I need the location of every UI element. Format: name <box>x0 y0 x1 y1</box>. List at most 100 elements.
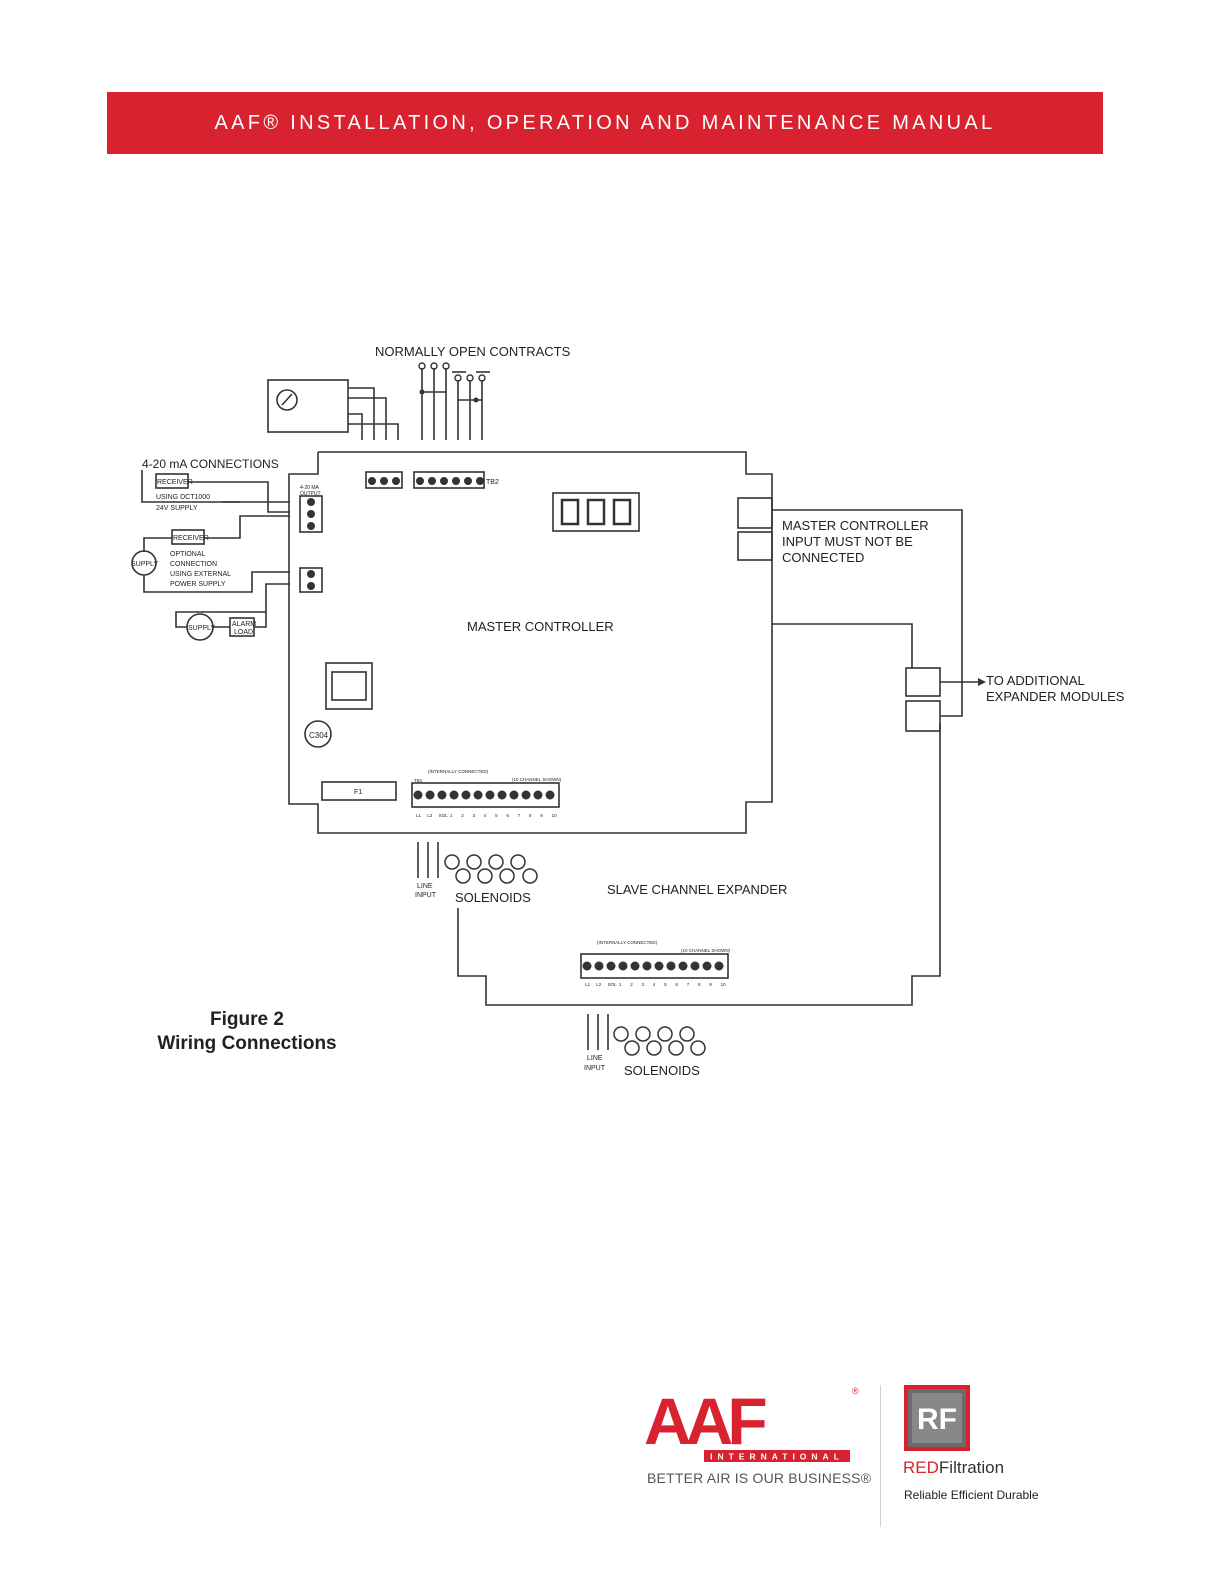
terminal-label: 6 <box>506 813 509 818</box>
optional-line-2: CONNECTION <box>170 561 217 568</box>
solenoids-label-2: SOLENOIDS <box>624 1063 700 1078</box>
aaf-international: INTERNATIONAL <box>710 1452 844 1462</box>
optional-line-3: USING EXTERNAL <box>170 571 231 578</box>
output-label-1: 4-20 MA <box>300 485 320 491</box>
red-filtration-brand: REDFiltration <box>903 1458 1004 1478</box>
terminal-label: 5 <box>664 982 667 987</box>
c304-label: C304 <box>309 731 329 740</box>
solenoid <box>624 1040 640 1056</box>
ten-channel-1: (10 CHANNEL SHOWN) <box>512 777 562 782</box>
tb2-label: TB2 <box>486 479 499 486</box>
slave-expander-label: SLAVE CHANNEL EXPANDER <box>607 882 787 897</box>
terminal-label: 2 <box>461 813 464 818</box>
master-note-line-1: MASTER CONTROLLER <box>782 518 929 533</box>
to-additional-line-2: EXPANDER MODULES <box>986 689 1125 704</box>
footer-divider <box>880 1385 881 1527</box>
tb1-label: TB1 <box>414 778 423 783</box>
solenoid <box>477 868 493 884</box>
solenoid <box>522 868 538 884</box>
internally-connected-1: (INTERNALLY CONNECTED) <box>428 769 489 774</box>
terminal-label: L2 <box>427 813 433 818</box>
rf-logo-text: RF <box>917 1403 957 1436</box>
solenoid <box>455 868 471 884</box>
aaf-tagline: BETTER AIR IS OUR BUSINESS® <box>647 1470 872 1486</box>
terminal-label: 10 <box>552 813 558 818</box>
using-dct1000-label: USING DCT1000 <box>156 494 210 501</box>
master-tb1 <box>411 782 560 808</box>
svg-text:®: ® <box>852 1386 859 1396</box>
line-input-2a: LINE <box>587 1055 603 1062</box>
arrow-to-additional-icon <box>978 678 986 686</box>
fuse-f1 <box>321 781 397 801</box>
terminal-label: 9 <box>540 813 543 818</box>
master-in-connector <box>737 531 773 561</box>
receiver-1 <box>155 473 189 489</box>
solenoid <box>444 854 460 870</box>
transformer <box>325 662 373 710</box>
aaf-logo: AAF INTERNATIONAL ® <box>644 1384 859 1462</box>
rf-brand-red: RED <box>903 1458 939 1477</box>
to-additional-line-1: TO ADDITIONAL <box>986 673 1085 688</box>
solenoids-label-1: SOLENOIDS <box>455 890 531 905</box>
rf-brand-dark: Filtration <box>938 1458 1005 1477</box>
terminal-label: SOL <box>439 813 449 818</box>
receiver-2-label: RECEIVER <box>173 535 209 542</box>
f1-label: F1 <box>354 789 362 796</box>
line-input-2b: INPUT <box>584 1065 606 1072</box>
slave-expander-outline <box>457 723 941 1006</box>
slave-tb1 <box>580 953 729 979</box>
line-input-1a: LINE <box>417 883 433 890</box>
supply-circle-2-label: SUPPLY <box>188 625 215 632</box>
line-input-1b: INPUT <box>415 892 437 899</box>
aaf-logo-text: AAF <box>644 1384 765 1458</box>
tb-4-20-terminals <box>299 495 323 533</box>
receiver-2 <box>171 529 205 545</box>
solenoid <box>657 1026 673 1042</box>
terminal-label: L2 <box>596 982 602 987</box>
slave-in-connector <box>905 700 941 732</box>
master-controller-label: MASTER CONTROLLER <box>467 619 614 634</box>
supply-circle-label: SUPPLY <box>131 561 158 568</box>
master-note-line-3: CONNECTED <box>782 550 864 565</box>
terminal-label: 3 <box>642 982 645 987</box>
internally-connected-2: (INTERNALLY CONNECTED) <box>597 940 658 945</box>
solenoid <box>488 854 504 870</box>
master-note-line-2: INPUT MUST NOT BE <box>782 534 913 549</box>
terminal-label: L1 <box>416 813 422 818</box>
terminal-label: 10 <box>721 982 727 987</box>
figure-number: Figure 2 <box>210 1009 284 1030</box>
terminal-label: L1 <box>585 982 591 987</box>
terminal-label: 5 <box>495 813 498 818</box>
receiver-1-label: RECEIVER <box>157 479 193 486</box>
solenoid <box>668 1040 684 1056</box>
c304-circle <box>304 720 332 748</box>
pressure-limit-switch <box>267 379 349 433</box>
manual-title: AAF® INSTALLATION, OPERATION AND MAINTEN… <box>214 111 996 134</box>
terminal-label: 3 <box>473 813 476 818</box>
terminal-label: 7 <box>518 813 521 818</box>
solenoid <box>679 1026 695 1042</box>
terminal-label: SOL <box>608 982 618 987</box>
terminal-label: 8 <box>698 982 701 987</box>
solenoid <box>466 854 482 870</box>
tb-limit-terminals <box>365 471 403 489</box>
optional-line-4: POWER SUPPLY <box>170 581 226 588</box>
terminal-label: 1 <box>450 813 453 818</box>
output-label-2: OUTPUT <box>300 491 321 497</box>
terminal-label: 1 <box>619 982 622 987</box>
terminal-label: 9 <box>709 982 712 987</box>
tb-alarm-terminals <box>299 567 323 593</box>
figure-title: Wiring Connections <box>157 1033 337 1054</box>
rf-logo: RF <box>904 1385 970 1451</box>
solenoid <box>646 1040 662 1056</box>
alarm-label-1: ALARM <box>232 621 256 628</box>
solenoid <box>690 1040 706 1056</box>
terminal-label: 2 <box>630 982 633 987</box>
slave-out-connector <box>905 667 941 697</box>
alarm-label-2: LOAD <box>234 629 253 636</box>
normally-open-label: NORMALLY OPEN CONTRACTS <box>375 344 571 359</box>
master-out-connector <box>737 497 773 529</box>
